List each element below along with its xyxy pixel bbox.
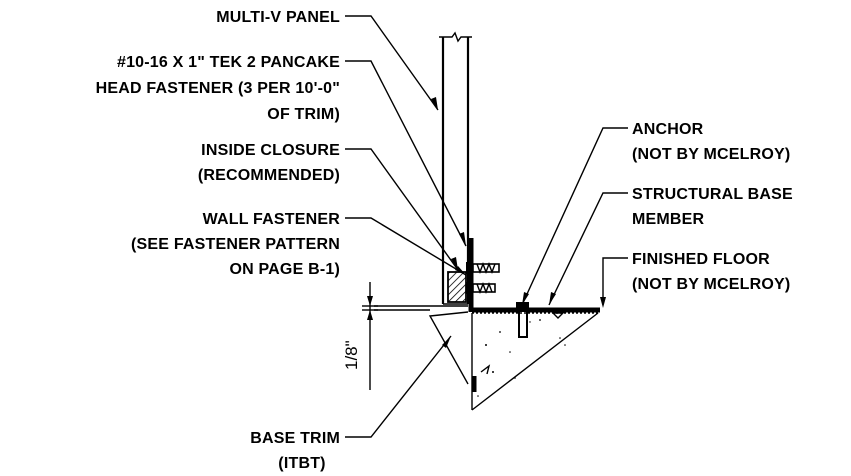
multi-v-panel — [439, 31, 472, 305]
leader-arrowhead — [451, 257, 458, 270]
leader-base-trim — [345, 335, 452, 438]
label-inside-closure-line1: INSIDE CLOSURE — [201, 142, 340, 159]
label-tek-fastener-line1: #10-16 X 1" TEK 2 PANCAKE — [117, 54, 340, 71]
label-finished-floor-line2: (NOT BY MCELROY) — [632, 276, 790, 293]
dimension-label: 1/8" — [342, 340, 361, 370]
weld-symbol — [552, 312, 565, 319]
leader-arrowhead — [431, 97, 438, 110]
label-tek-fastener-line2: HEAD FASTENER (3 PER 10'-0" — [96, 80, 340, 97]
leader-anchor — [521, 127, 628, 306]
leader-arrowhead — [522, 292, 529, 305]
label-structural-base-line2: MEMBER — [632, 211, 705, 228]
label-finished-floor-line1: FINISHED FLOOR — [632, 251, 770, 268]
label-inside-closure-line2: (RECOMMENDED) — [198, 167, 340, 184]
base-trim — [374, 305, 469, 385]
leader-structural-base — [548, 192, 628, 306]
leader-arrowhead — [600, 297, 606, 308]
leader-wall-fastener — [345, 217, 467, 276]
label-multi-v-panel: MULTI-V PANEL — [216, 9, 340, 26]
leader-multi-v-panel — [345, 15, 439, 111]
leader-tek-fastener — [345, 60, 467, 247]
label-wall-fastener-line3: ON PAGE B-1) — [229, 261, 340, 278]
leader-finished-floor — [602, 257, 628, 304]
break-line-icon — [439, 31, 472, 43]
inside-closure-block — [447, 271, 467, 303]
label-structural-base-line1: STRUCTURAL BASE — [632, 186, 793, 203]
label-anchor-line1: ANCHOR — [632, 121, 704, 138]
label-base-trim-line1: BASE TRIM — [250, 430, 340, 447]
leader-arrowhead — [549, 292, 556, 305]
leader-arrowhead — [442, 336, 451, 348]
label-wall-fastener-line2: (SEE FASTENER PATTERN — [131, 236, 340, 253]
anchor-bolt — [516, 302, 529, 338]
leader-arrowhead — [459, 232, 466, 246]
label-tek-fastener-line3: OF TRIM) — [267, 106, 340, 123]
label-wall-fastener-line1: WALL FASTENER — [203, 211, 341, 228]
concrete-slab — [471, 312, 599, 411]
wall-fastener-upper — [466, 262, 500, 274]
leader-inside-closure — [345, 148, 459, 271]
label-anchor-line2: (NOT BY MCELROY) — [632, 146, 790, 163]
label-base-trim-line2: (ITBT) — [278, 455, 325, 472]
wall-fastener-lower — [466, 282, 496, 294]
dimension-1-8 — [362, 282, 378, 390]
